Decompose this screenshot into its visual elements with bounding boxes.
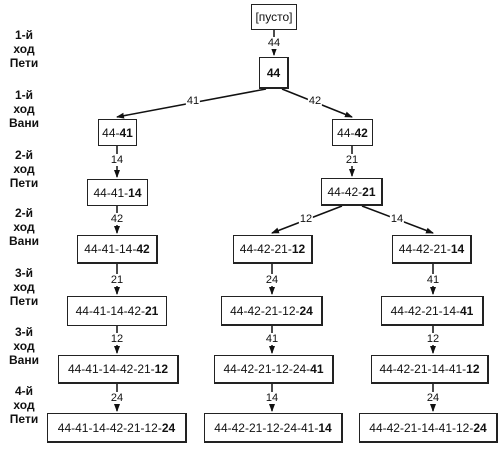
node-rr6: 44-42-21-14-41-12-24 [359, 413, 498, 443]
edge-label-m4-m5: 41 [264, 333, 280, 345]
node-m3: 44-42-21-12 [233, 235, 313, 264]
edge-label-m5-m6: 14 [264, 392, 280, 404]
edge-label-44-41: 41 [185, 95, 201, 107]
edge-label-14-42: 42 [109, 213, 125, 225]
node-rr5: 44-42-21-14-41-12 [371, 355, 489, 384]
edge-label-root-44: 44 [266, 37, 282, 49]
edge-label-44-42: 42 [307, 95, 323, 107]
edge-label-21-14: 14 [389, 213, 405, 225]
node-l6: 44-41-14-42-21-12-24 [47, 413, 187, 443]
edge-label-l4-l5: 12 [109, 333, 125, 345]
edge-label-l5-l6: 24 [109, 392, 125, 404]
edge-label-rr5-rr6: 24 [425, 392, 441, 404]
node-rr4: 44-42-21-14-41 [381, 296, 484, 326]
edge-label-42-21: 21 [344, 154, 360, 166]
edge-label-rr4-rr5: 12 [425, 333, 441, 345]
edge-label-l3-l4: 21 [109, 274, 125, 286]
node-l1: 44-41 [98, 119, 137, 146]
node-l5: 44-41-14-42-21-12 [58, 355, 179, 384]
edge-label-21-12: 12 [298, 213, 314, 225]
node-l3: 44-41-14-42 [77, 235, 158, 264]
node-m6: 44-42-21-12-24-41-14 [204, 413, 343, 443]
edge-label-41-14: 14 [109, 154, 125, 166]
node-44: 44 [259, 57, 289, 89]
node-r1: 44-42 [332, 119, 373, 146]
node-m5: 44-42-21-12-24-41 [214, 355, 334, 384]
edge-label-m3-m4: 24 [264, 274, 280, 286]
node-root: [пусто] [251, 4, 297, 30]
node-r2: 44-42-21 [321, 178, 383, 206]
node-rr3: 44-42-21-14 [392, 235, 472, 264]
node-l2: 44-41-14 [87, 179, 148, 206]
node-m4: 44-42-21-12-24 [221, 296, 323, 326]
edge-label-rr3-rr4: 41 [425, 274, 441, 286]
node-l4: 44-41-14-42-21 [67, 296, 167, 326]
